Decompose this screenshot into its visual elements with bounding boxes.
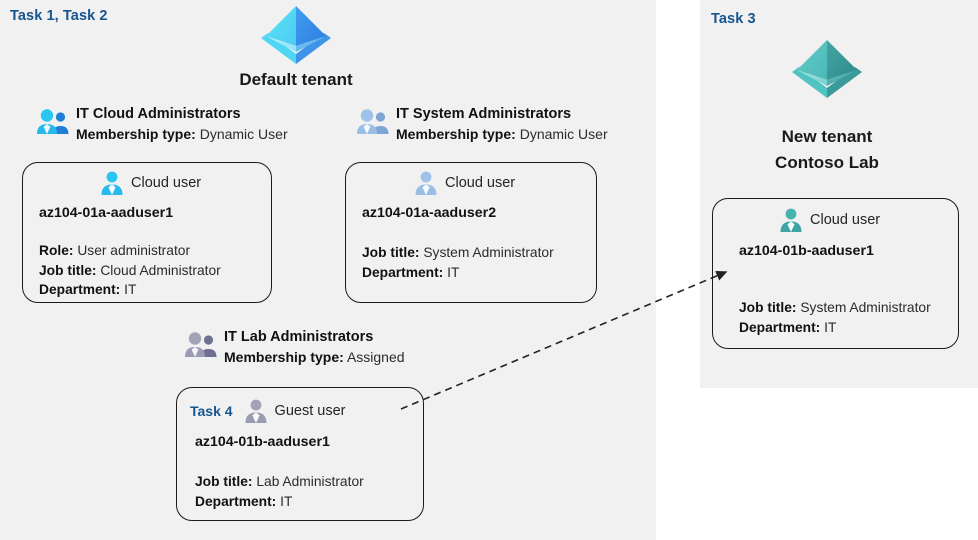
prop-value: User administrator — [77, 243, 191, 258]
user-card-aaduser2[interactable]: Cloud user az104-01a-aaduser2 Job title:… — [345, 162, 597, 303]
azure-ad-tenant-icon-default — [257, 2, 335, 64]
user-type-label: Guest user — [274, 403, 346, 419]
user-card-aaduser1[interactable]: Cloud user az104-01a-aaduser1 Role: User… — [22, 162, 272, 303]
user-properties: Role: User administrator Job title: Clou… — [39, 241, 221, 300]
membership-label: Membership type: — [224, 349, 344, 365]
prop-label: Job title: — [39, 262, 97, 278]
user-type-label: Cloud user — [810, 212, 881, 228]
prop-department: Department: IT — [362, 263, 554, 283]
user-account-name: az104-01b-aaduser1 — [195, 434, 330, 450]
user-properties: Job title: System Administrator Departme… — [739, 298, 931, 337]
user-type-label: Cloud user — [445, 175, 516, 191]
user-account-name: az104-01b-aaduser1 — [739, 243, 874, 259]
prop-job-title: Job title: System Administrator — [362, 243, 554, 263]
group-membership: Membership type: Dynamic User — [76, 124, 288, 145]
prop-label: Role: — [39, 243, 74, 258]
prop-label: Department: — [39, 282, 121, 297]
task-label-left: Task 1, Task 2 — [10, 8, 108, 24]
new-tenant-title-line1: New tenant — [781, 127, 873, 146]
prop-job-title: Job title: System Administrator — [739, 298, 931, 318]
user-card-b-aaduser1[interactable]: Cloud user az104-01b-aaduser1 Job title:… — [712, 198, 959, 349]
group-name: IT Lab Administrators — [224, 329, 374, 345]
prop-value: IT — [447, 264, 460, 280]
membership-value: Assigned — [346, 349, 405, 365]
user-card-guest-aaduser1[interactable]: Task 4 Guest user az104-01b-aaduser1 Job… — [176, 387, 424, 521]
task-label-card: Task 4 — [190, 403, 233, 419]
prop-department: Department: IT — [39, 280, 221, 300]
prop-value: Cloud Administrator — [100, 262, 221, 278]
default-tenant-panel — [0, 0, 656, 540]
user-properties: Job title: Lab Administrator Department:… — [195, 472, 364, 511]
prop-label: Department: — [362, 264, 444, 280]
card-header: Cloud user — [99, 170, 201, 196]
task-label-right: Task 3 — [711, 11, 756, 27]
card-header: Task 4 Guest user — [190, 398, 345, 424]
group-name: IT Cloud Administrators — [76, 106, 241, 122]
prop-label: Job title: — [362, 245, 420, 260]
group-membership: Membership type: Dynamic User — [396, 124, 608, 145]
membership-label: Membership type: — [396, 126, 516, 142]
group-users-icon — [356, 109, 390, 135]
prop-label: Job title: — [739, 300, 797, 315]
prop-value: System Administrator — [800, 300, 931, 315]
prop-department: Department: IT — [195, 492, 364, 512]
group-membership: Membership type: Assigned — [224, 347, 405, 368]
default-tenant-title: Default tenant — [239, 70, 353, 89]
prop-label: Department: — [739, 319, 821, 335]
cloud-user-icon — [778, 207, 804, 233]
card-header: Cloud user — [778, 207, 880, 233]
membership-label: Membership type: — [76, 126, 196, 142]
prop-value: IT — [280, 493, 293, 509]
prop-job-title: Job title: Lab Administrator — [195, 472, 364, 492]
membership-value: Dynamic User — [519, 126, 608, 142]
card-header: Cloud user — [413, 170, 515, 196]
prop-value: Lab Administrator — [256, 474, 364, 489]
prop-value: IT — [124, 282, 137, 297]
azure-ad-tenant-icon-new — [788, 36, 866, 98]
membership-value: Dynamic User — [199, 126, 288, 142]
prop-label: Job title: — [195, 474, 253, 489]
prop-role: Role: User administrator — [39, 241, 221, 261]
user-type-label: Cloud user — [131, 175, 202, 191]
prop-job-title: Job title: Cloud Administrator — [39, 261, 221, 281]
new-tenant-title: New tenant Contoso Lab — [727, 124, 927, 176]
prop-label: Department: — [195, 493, 277, 509]
prop-department: Department: IT — [739, 318, 931, 338]
cloud-user-icon — [99, 170, 125, 196]
prop-value: IT — [824, 319, 837, 335]
user-account-name: az104-01a-aaduser2 — [362, 205, 497, 221]
group-name: IT System Administrators — [396, 106, 572, 122]
prop-value: System Administrator — [423, 245, 554, 260]
user-properties: Job title: System Administrator Departme… — [362, 243, 554, 282]
group-users-icon — [184, 332, 218, 358]
new-tenant-title-line2: Contoso Lab — [775, 153, 879, 172]
guest-user-icon — [243, 398, 269, 424]
cloud-user-icon — [413, 170, 439, 196]
group-users-icon — [36, 109, 70, 135]
user-account-name: az104-01a-aaduser1 — [39, 205, 174, 221]
